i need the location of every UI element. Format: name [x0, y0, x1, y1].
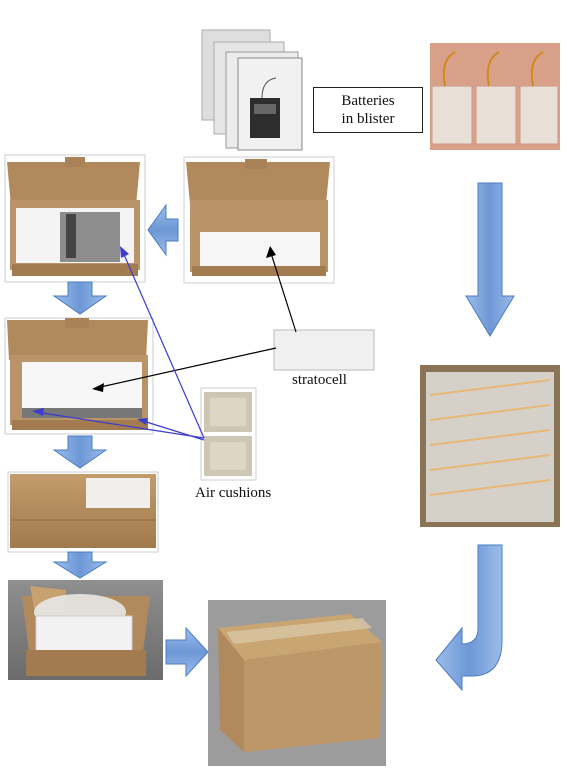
pointer-air-cushion-to-box1	[120, 246, 205, 439]
flow-arrow-left-top	[147, 203, 179, 257]
flow-arrow-curved	[435, 544, 503, 692]
stratocell-sample-photo	[273, 329, 375, 371]
blister-batteries-photo	[430, 43, 560, 150]
open-box-with-batteries-photo	[4, 154, 146, 283]
battery-cards-photo	[201, 29, 303, 151]
flow-arrow-down-right	[465, 182, 515, 337]
sealed-carton-photo	[208, 600, 386, 766]
batteries-in-blister-label: Batteries in blister	[313, 87, 423, 133]
air-cushion-photo	[200, 387, 257, 481]
air-cushions-label: Air cushions	[195, 485, 272, 501]
flow-arrow-down-2	[52, 435, 108, 469]
pointer-air-cushion-to-box2b	[137, 418, 205, 441]
flow-arrow-down-1	[52, 281, 108, 315]
pointer-stratocell-to-middle-box	[266, 246, 297, 333]
box-with-stratocell-photo	[183, 156, 335, 284]
flow-arrow-right-bottom	[165, 626, 209, 678]
blister-tray-photo	[420, 365, 560, 527]
closed-box-photo	[7, 471, 159, 553]
stratocell-label: stratocell	[292, 372, 347, 388]
box-with-foam-layer-photo	[4, 317, 154, 435]
pointer-air-cushion-to-box2	[32, 408, 205, 439]
flow-arrow-down-3	[52, 551, 108, 579]
pointer-stratocell-to-left-box	[92, 347, 277, 392]
outer-carton-filled-photo	[8, 580, 163, 680]
